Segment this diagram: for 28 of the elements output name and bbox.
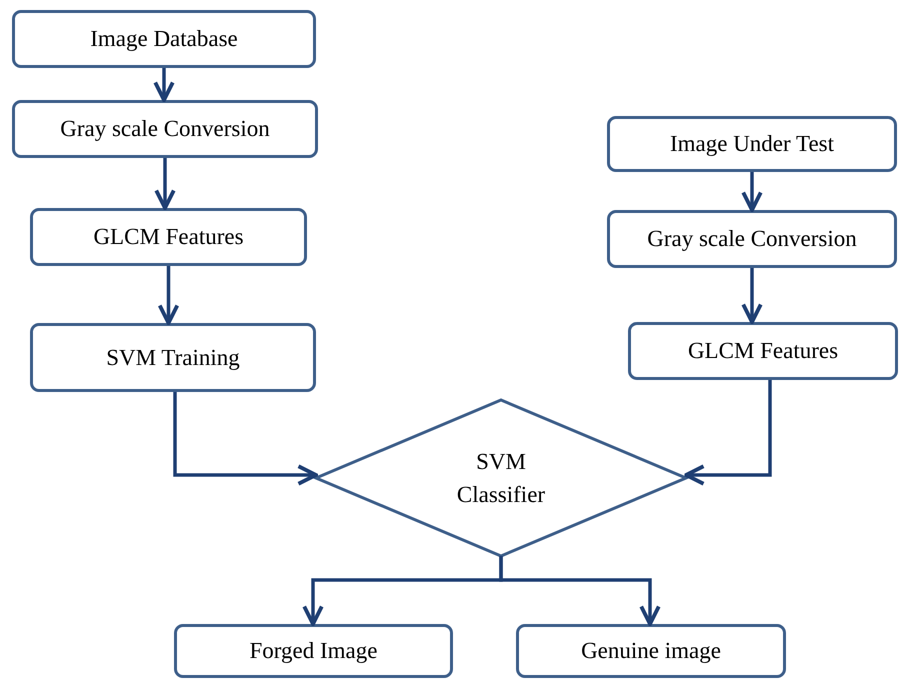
process-box <box>607 210 897 268</box>
arrow <box>154 158 176 210</box>
node-label: SVM Training <box>106 344 240 370</box>
arrow <box>499 556 661 626</box>
node-label: GLCM Features <box>688 338 838 364</box>
process-box <box>12 10 316 68</box>
node-label: Gray scale Conversion <box>647 226 857 252</box>
process-box <box>607 116 897 172</box>
process-box <box>516 624 786 678</box>
node-label: GLCM Features <box>93 224 244 250</box>
decision-diamond <box>316 400 686 556</box>
process-box <box>628 322 898 380</box>
arrow <box>741 268 763 324</box>
node-label: Gray scale Conversion <box>60 116 270 142</box>
arrow <box>741 172 763 212</box>
process-box <box>174 624 453 678</box>
node-label: Image Under Test <box>670 131 834 157</box>
arrow <box>173 392 318 486</box>
process-box <box>30 208 307 266</box>
arrow <box>153 68 175 102</box>
process-box <box>12 100 318 158</box>
node-label: Forged Image <box>250 638 378 664</box>
arrow <box>158 266 180 325</box>
process-box <box>30 323 316 392</box>
node-label: SVM Classifier <box>456 448 546 509</box>
node-label: Genuine image <box>581 638 721 664</box>
arrow <box>684 380 772 486</box>
node-label: Image Database <box>90 26 238 52</box>
